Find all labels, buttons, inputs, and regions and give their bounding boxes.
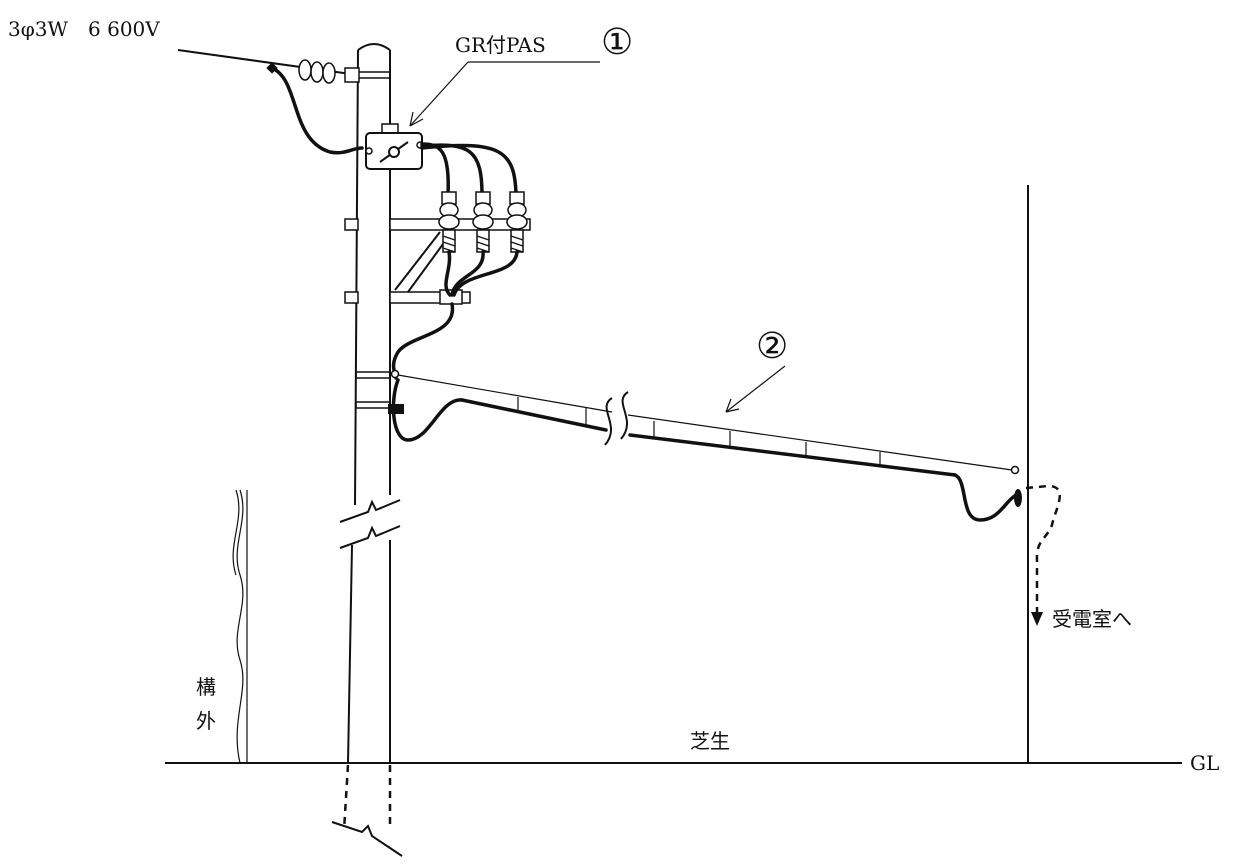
- pas-switch: [365, 123, 424, 170]
- cable-arrow: [725, 365, 786, 413]
- property-boundary: [232, 489, 248, 764]
- supply-label: 3φ3W 6 600V: [8, 17, 160, 41]
- incoming-line: [177, 49, 364, 155]
- lawn-label: 芝生: [690, 729, 730, 753]
- to-room-label: 受電室へ: [1052, 607, 1132, 631]
- marker-2: ②: [756, 326, 788, 367]
- route-to-room: [1025, 484, 1061, 626]
- ground-label: GL: [1190, 751, 1219, 775]
- messenger-wire: [390, 369, 1020, 475]
- outside-label-1: 構: [196, 675, 216, 699]
- pas-label: GR付PAS: [455, 33, 546, 57]
- cable-head-3: [506, 191, 528, 253]
- cross-arms: [344, 218, 531, 305]
- pas-arrow: [409, 61, 469, 127]
- marker-1: ①: [601, 22, 633, 63]
- break-symbol: [604, 391, 629, 446]
- cable-head-1: [438, 191, 460, 253]
- pas-cables: [420, 142, 518, 197]
- aerial-cable: [388, 378, 1022, 522]
- cable-head-2: [472, 191, 494, 253]
- down-cables: [391, 250, 519, 380]
- outside-label-2: 外: [196, 709, 216, 733]
